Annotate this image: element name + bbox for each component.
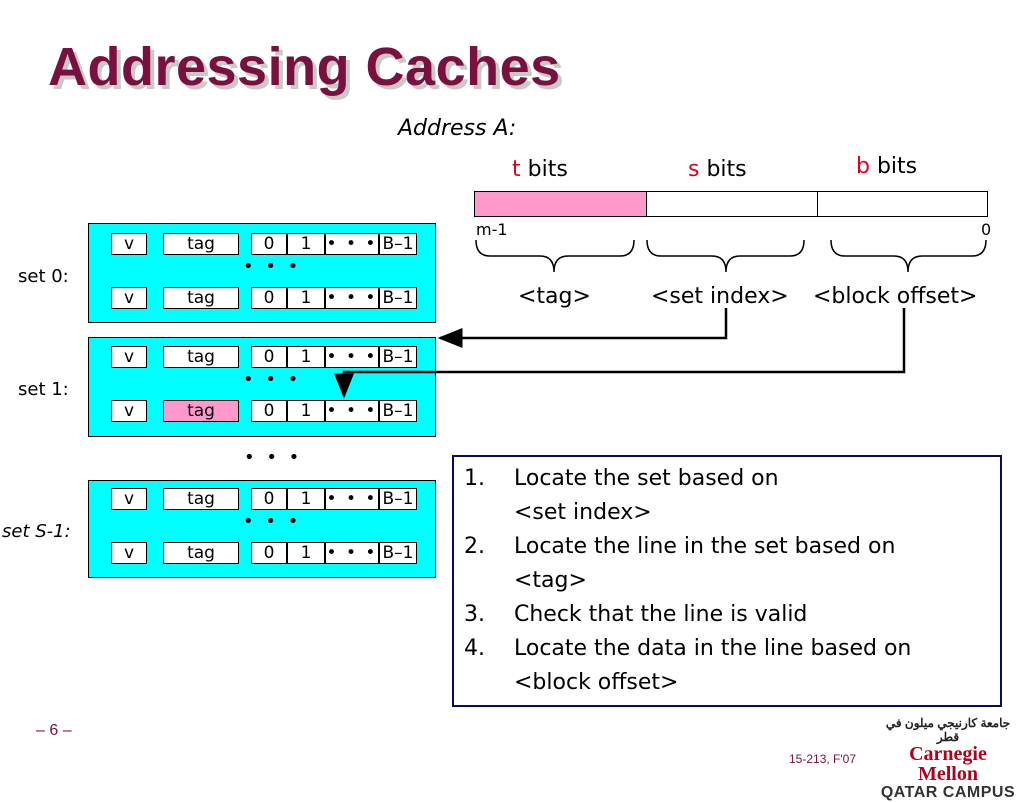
connectors xyxy=(334,239,987,399)
block-offset-field-label: <block offset> xyxy=(813,284,978,309)
b-letter: b xyxy=(856,154,870,179)
set-index-field-label: <set index> xyxy=(651,284,789,309)
lsb-label: 0 xyxy=(981,220,992,239)
address-label: Address A: xyxy=(398,116,517,141)
set-last-label: set S-1: xyxy=(2,521,71,542)
bytes-ellipsis-cell: • • • xyxy=(325,488,379,510)
valid-bit: v xyxy=(111,400,147,422)
step-text-cont: <set index> xyxy=(514,500,652,525)
university-logo: جامعة كارنيجي ميلون في قطر Carnegie Mell… xyxy=(878,716,1018,802)
s-bits-label: s bits xyxy=(688,157,747,182)
block-offset-brace xyxy=(830,239,987,273)
byte-1-cell: 1 xyxy=(287,542,325,564)
lines-ellipsis: • • • xyxy=(243,511,302,532)
logo-campus: QATAR CAMPUS xyxy=(880,784,1016,801)
t-letter: t xyxy=(512,157,521,182)
bytes-ellipsis-cell: • • • xyxy=(325,542,379,564)
step-number: 1. xyxy=(464,466,485,491)
valid-bit: v xyxy=(111,287,147,309)
tag-cell: tag xyxy=(163,233,239,255)
lines-ellipsis: • • • xyxy=(243,369,302,390)
step-text-cont: <tag> xyxy=(514,568,587,593)
step-text: Locate the set based on xyxy=(514,466,779,491)
byte-0-cell: 0 xyxy=(251,488,287,510)
set-index-bits-segment xyxy=(647,192,818,216)
set-0-label: set 0: xyxy=(18,266,69,287)
bytes-ellipsis-cell: • • • xyxy=(325,400,379,422)
bytes-ellipsis-cell: • • • xyxy=(325,287,379,309)
tag-cell: tag xyxy=(163,287,239,309)
step-text-cont: <block offset> xyxy=(514,670,679,695)
byte-last-cell: B–1 xyxy=(379,287,417,309)
tag-cell: tag xyxy=(163,542,239,564)
step-text: Check that the line is valid xyxy=(514,602,808,627)
msb-label: m-1 xyxy=(476,220,508,239)
step-number: 3. xyxy=(464,602,485,627)
byte-last-cell: B–1 xyxy=(379,542,417,564)
byte-0-cell: 0 xyxy=(251,542,287,564)
tag-cell: tag xyxy=(163,346,239,368)
page-number: – 6 – xyxy=(36,722,72,739)
tag-field-label: <tag> xyxy=(518,284,591,309)
b-bits-text: bits xyxy=(869,154,918,179)
steps-box: 1. Locate the set based on <set index> 2… xyxy=(452,455,1002,707)
cache-set-0: v tag 0 1 • • • B–1 • • • v tag 0 1 • • … xyxy=(88,223,436,323)
s-letter: s xyxy=(688,157,700,182)
tag-cell: tag xyxy=(163,488,239,510)
b-bits-label: b bits xyxy=(856,154,917,179)
step-number: 2. xyxy=(464,534,485,559)
byte-last-cell: B–1 xyxy=(379,488,417,510)
set-1-label: set 1: xyxy=(18,379,69,400)
cache-set-last: v tag 0 1 • • • B–1 • • • v tag 0 1 • • … xyxy=(88,480,436,578)
set-index-brace xyxy=(646,239,805,273)
step-number: 4. xyxy=(464,636,485,661)
bytes-ellipsis-cell: • • • xyxy=(325,346,379,368)
bytes-ellipsis-cell: • • • xyxy=(325,233,379,255)
t-bits-text: bits xyxy=(520,157,568,182)
course-code: 15-213, F'07 xyxy=(789,752,857,766)
byte-last-cell: B–1 xyxy=(379,346,417,368)
tag-bits-segment xyxy=(475,192,647,216)
block-offset-arrow xyxy=(334,308,906,399)
byte-1-cell: 1 xyxy=(287,488,325,510)
byte-0-cell: 0 xyxy=(251,346,287,368)
lines-ellipsis: • • • xyxy=(243,256,302,277)
logo-arabic-text: جامعة كارنيجي ميلون في قطر xyxy=(885,716,1011,744)
byte-0-cell: 0 xyxy=(251,233,287,255)
address-bitfield xyxy=(474,191,988,217)
valid-bit: v xyxy=(111,488,147,510)
valid-bit: v xyxy=(111,542,147,564)
set-index-arrow xyxy=(437,308,728,348)
valid-bit: v xyxy=(111,346,147,368)
logo-name: Carnegie Mellon xyxy=(909,743,987,785)
byte-1-cell: 1 xyxy=(287,400,325,422)
byte-1-cell: 1 xyxy=(287,287,325,309)
byte-1-cell: 1 xyxy=(287,346,325,368)
cache-set-1: v tag 0 1 • • • B–1 • • • v tag 0 1 • • … xyxy=(88,337,436,437)
byte-0-cell: 0 xyxy=(251,287,287,309)
s-bits-text: bits xyxy=(699,157,747,182)
step-text: Locate the data in the line based on xyxy=(514,636,912,661)
step-text: Locate the line in the set based on xyxy=(514,534,896,559)
byte-last-cell: B–1 xyxy=(379,400,417,422)
t-bits-label: t bits xyxy=(512,157,568,182)
page-title: Addressing Caches xyxy=(48,37,561,97)
tag-brace xyxy=(475,239,635,273)
byte-1-cell: 1 xyxy=(287,233,325,255)
byte-last-cell: B–1 xyxy=(379,233,417,255)
sets-ellipsis: • • • xyxy=(244,447,303,468)
tag-cell-highlighted: tag xyxy=(163,400,239,422)
valid-bit: v xyxy=(111,233,147,255)
byte-0-cell: 0 xyxy=(251,400,287,422)
